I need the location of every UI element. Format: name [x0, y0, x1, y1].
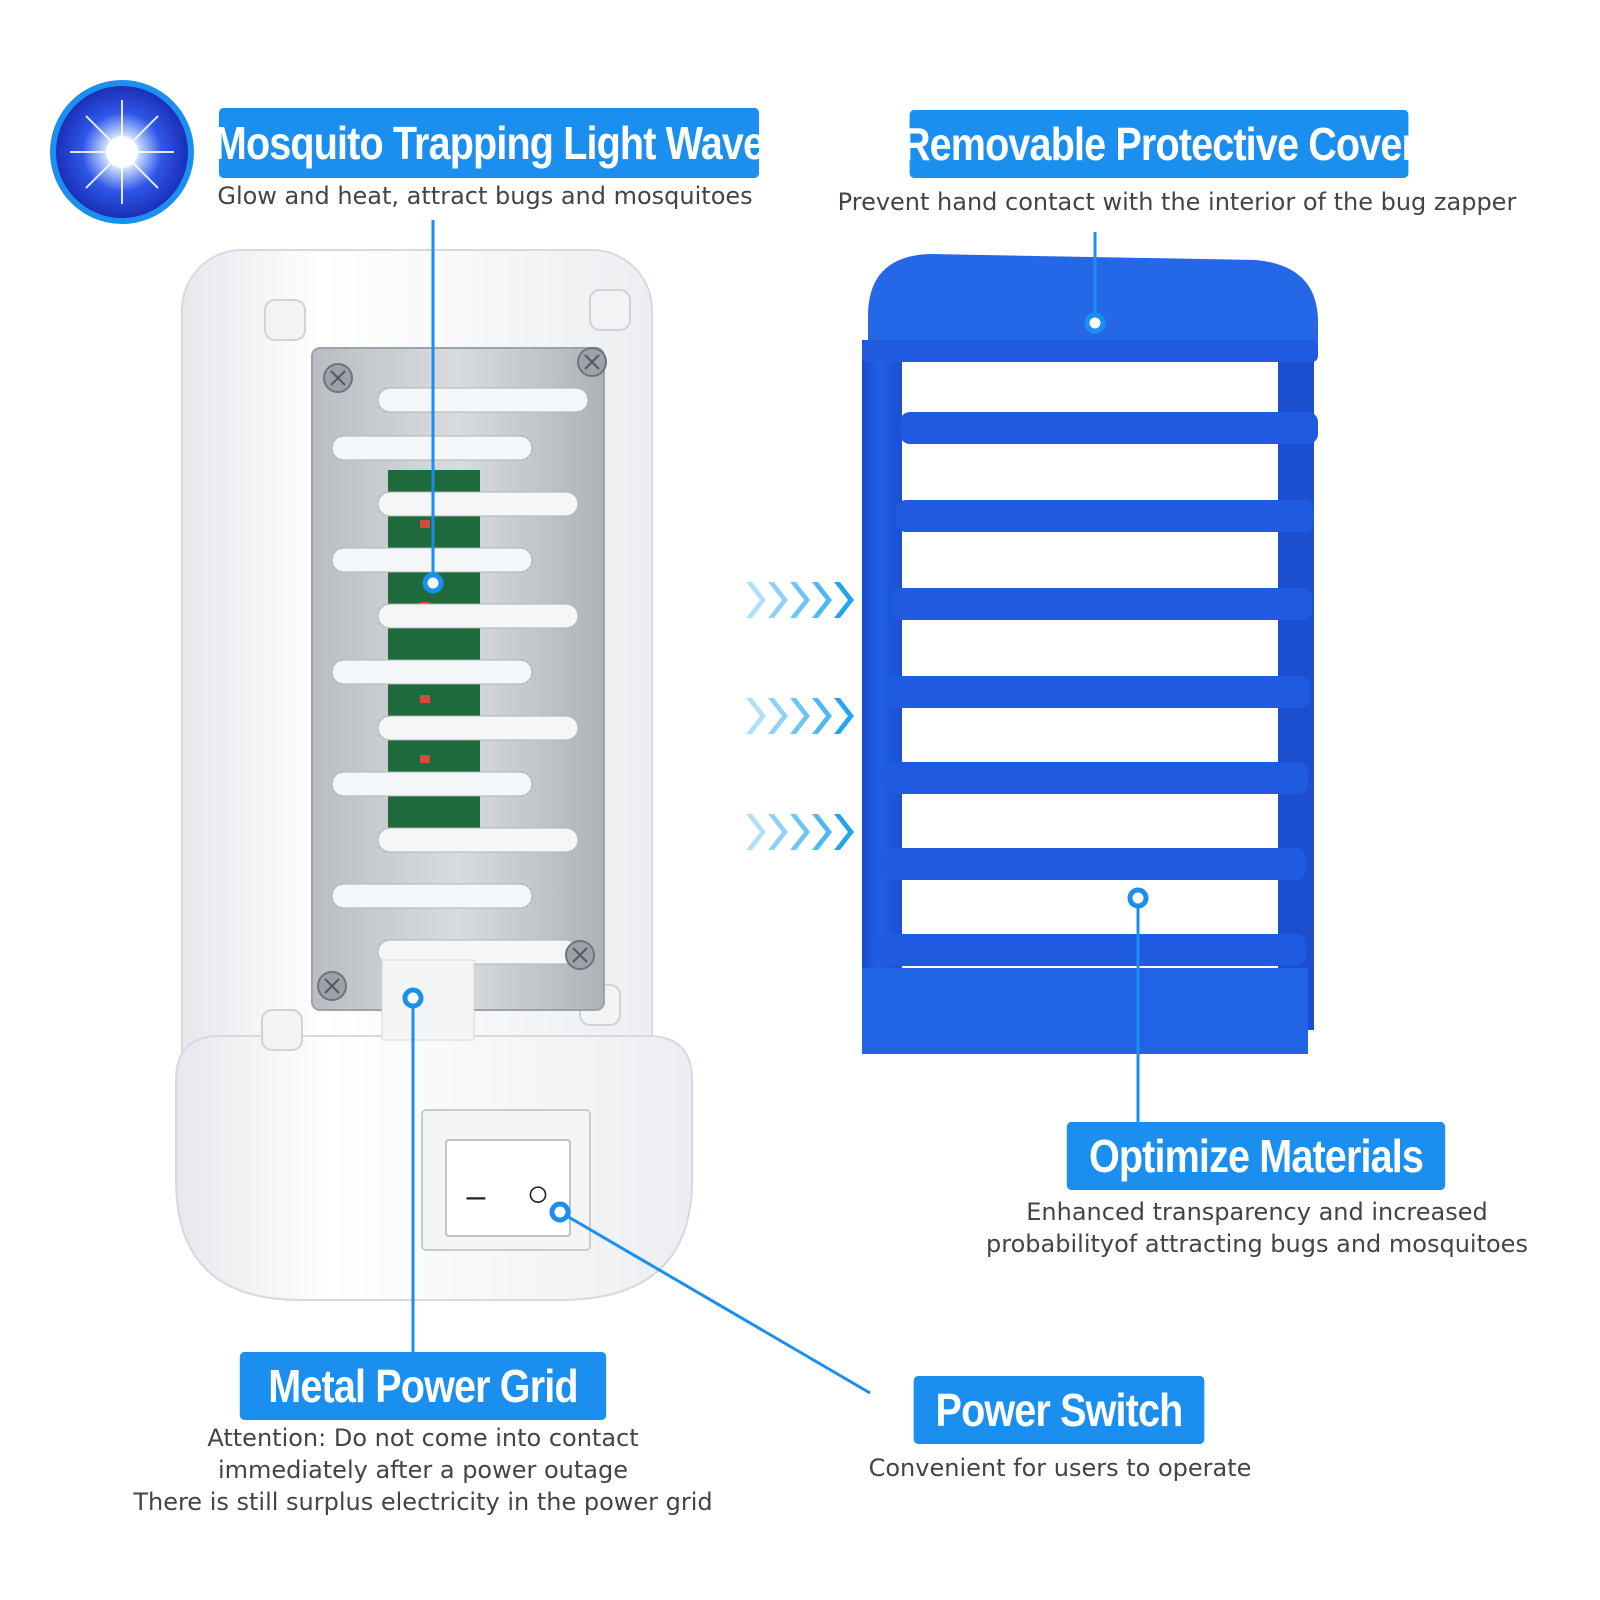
- materials-title: Optimize Materials: [1066, 1122, 1446, 1190]
- cover-title: Removable Protective Cover: [902, 110, 1417, 178]
- callout-lines: [411, 220, 1140, 1395]
- switch-off-symbol: –: [466, 1177, 486, 1215]
- power-switch[interactable]: [421, 1109, 591, 1251]
- grid-desc-line3: There is still surplus electricity in th…: [133, 1488, 713, 1516]
- cover-desc: Prevent hand contact with the interior o…: [837, 188, 1517, 216]
- grid-desc-line2: immediately after a power outage: [217, 1456, 629, 1484]
- chevron-arrows-icon: [746, 582, 854, 850]
- switch-title: Power Switch: [913, 1376, 1205, 1444]
- callout-dots: [402, 312, 1149, 1223]
- materials-desc-line2: probabilityof attracting bugs and mosqui…: [986, 1230, 1528, 1258]
- grid-desc-line1: Attention: Do not come into contact: [207, 1424, 639, 1452]
- metal-power-grid: [311, 347, 607, 1041]
- switch-desc: Convenient for users to operate: [868, 1454, 1252, 1482]
- switch-on-symbol: ○: [526, 1173, 550, 1215]
- protective-cover: [862, 254, 1318, 1054]
- light-wave-title: Mosquito Trapping Light Wave: [214, 108, 765, 178]
- grid-screws: [317, 347, 607, 1001]
- materials-desc-line1: Enhanced transparency and increased: [1026, 1198, 1488, 1226]
- grid-title: Metal Power Grid: [239, 1352, 607, 1420]
- light-wave-desc: Glow and heat, attract bugs and mosquito…: [217, 182, 753, 210]
- light-burst-icon: [50, 80, 194, 224]
